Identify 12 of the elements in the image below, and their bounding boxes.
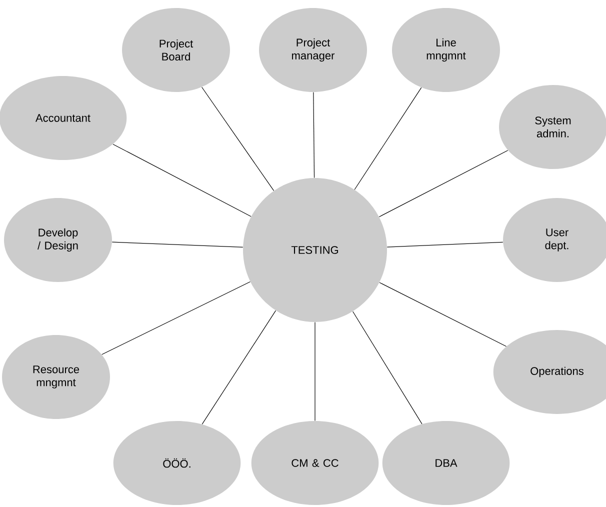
connector-line	[102, 281, 250, 355]
connector-line	[202, 310, 276, 424]
connector-line	[354, 87, 422, 190]
connector-line	[379, 282, 507, 347]
connector-line	[313, 92, 315, 178]
connector-line	[112, 144, 252, 217]
connector-line	[202, 86, 274, 192]
connector-line	[314, 322, 316, 422]
connector-line	[386, 242, 504, 248]
connector-line	[352, 311, 422, 424]
connector-line	[378, 150, 508, 218]
connector-line	[112, 242, 244, 248]
